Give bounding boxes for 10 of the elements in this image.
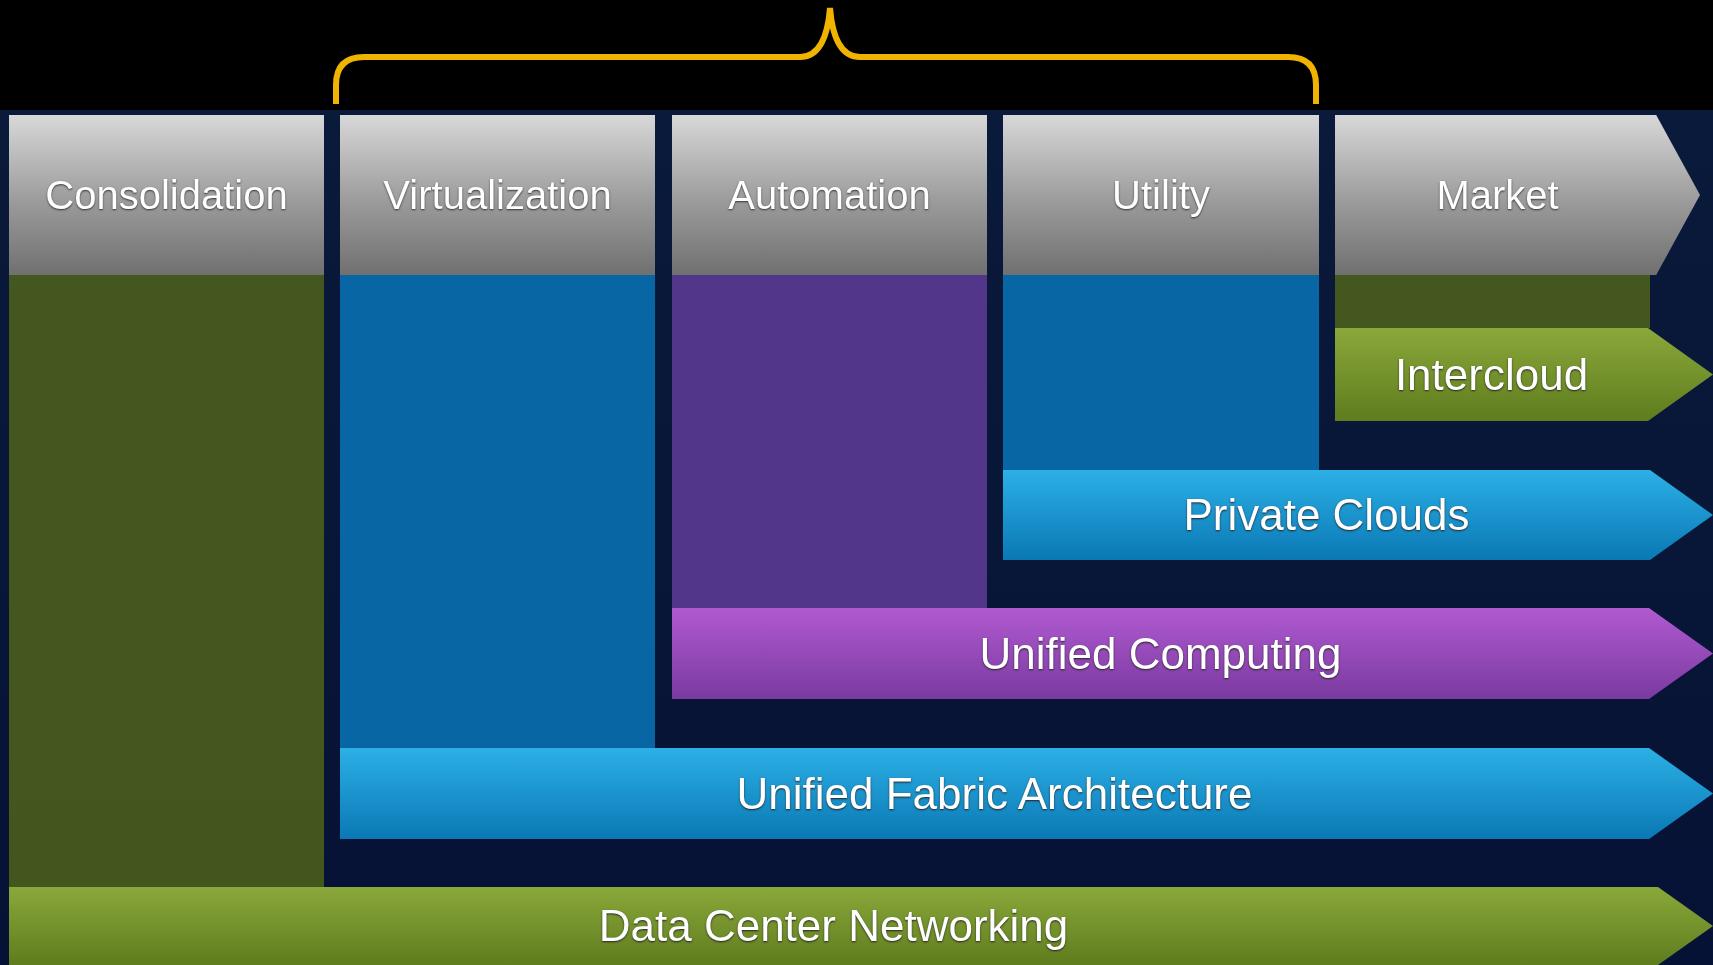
technology-band: Data Center Networking bbox=[9, 887, 1713, 965]
technology-band: Private Clouds bbox=[1003, 470, 1713, 560]
stage-header: Virtualization bbox=[340, 115, 655, 275]
technology-band: Unified Fabric Architecture bbox=[340, 748, 1713, 839]
stage-header: Market bbox=[1335, 115, 1700, 275]
stage-header: Consolidation bbox=[9, 115, 324, 275]
stage-header: Automation bbox=[672, 115, 987, 275]
technology-band: Unified Computing bbox=[672, 608, 1713, 699]
stage-header: Utility bbox=[1003, 115, 1319, 275]
technology-band: Intercloud bbox=[1335, 328, 1713, 421]
